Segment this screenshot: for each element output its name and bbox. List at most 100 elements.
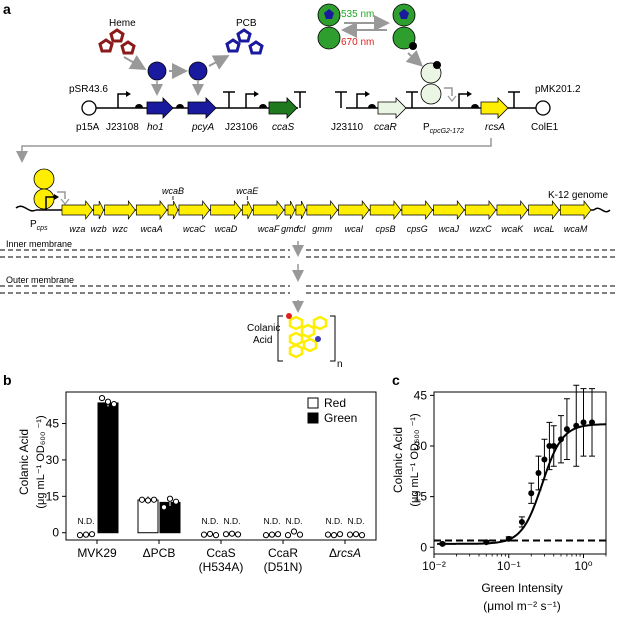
b-category-label: ΔrcsA xyxy=(329,546,361,560)
legend-red: Red xyxy=(324,396,346,410)
b-point xyxy=(324,531,332,538)
gene-label-wcaA: wcaA xyxy=(141,224,163,234)
wavelength-green: 535 nm xyxy=(341,9,374,20)
b-bar-red xyxy=(137,499,159,534)
ccar-phosphorylated-icon xyxy=(420,61,442,105)
b-point xyxy=(262,532,270,539)
promoter-pcps-icon xyxy=(45,196,56,210)
b-point xyxy=(88,531,96,538)
gene-label-cpsG: cpsG xyxy=(407,224,428,234)
b-ytick-label: 30 xyxy=(46,453,60,467)
c-point xyxy=(518,518,525,525)
gene-label-wcaE: wcaE xyxy=(236,186,259,196)
panel-b-letter: b xyxy=(3,372,12,388)
b-nd-label: N.D. xyxy=(78,516,95,526)
c-point xyxy=(535,470,542,476)
gene-label-cpsB: cpsB xyxy=(376,224,396,234)
gene-label-wcaI: wcaI xyxy=(345,224,364,234)
colanic-acid-structure: Colanic Acid n xyxy=(247,313,343,370)
c-ytick-label: 45 xyxy=(414,388,428,402)
pcb-icon xyxy=(225,28,264,55)
b-point xyxy=(172,498,180,505)
b-category-label: MVK29 xyxy=(77,546,117,560)
part-label: J23106 xyxy=(225,122,258,133)
c-point xyxy=(541,456,548,463)
promoter-j23106-icon xyxy=(245,93,256,108)
gene-wcaD-icon xyxy=(210,199,242,221)
b-point xyxy=(336,531,344,538)
gene-wcaE-icon xyxy=(241,200,253,220)
gene-wcaI-icon xyxy=(338,199,370,221)
ccas-green-state-icon xyxy=(317,3,341,50)
ccar-gene-icon xyxy=(377,97,407,119)
part-label: J23108 xyxy=(106,122,139,133)
c-point xyxy=(573,422,580,429)
c-ylabel-units: (μg mL⁻¹ OD₆₀₀ ⁻¹) xyxy=(409,413,421,506)
ccas-red-state-icon xyxy=(392,3,417,50)
c-point xyxy=(580,419,587,426)
gene-label-wcaC: wcaC xyxy=(183,224,206,234)
b-point xyxy=(228,530,236,537)
c-plot-frame xyxy=(433,391,607,555)
b-point xyxy=(296,531,304,538)
c-point xyxy=(557,436,564,443)
p15a-origin-icon xyxy=(81,100,97,116)
colanic-label-2: Acid xyxy=(253,335,272,346)
c-point xyxy=(550,443,557,449)
b-point xyxy=(268,531,276,538)
gene-cpsG-icon xyxy=(401,199,434,221)
b-point xyxy=(150,496,158,503)
part-label: ho1 xyxy=(147,122,164,133)
part-label: J23110 xyxy=(331,122,364,133)
b-nd-label: N.D. xyxy=(224,516,241,526)
gene-label-wza: wza xyxy=(69,224,85,234)
b-ylabel: Colanic Acid xyxy=(17,429,31,495)
b-point xyxy=(352,531,360,538)
b-nd-label: N.D. xyxy=(286,516,303,526)
promoter-cpcg2-icon xyxy=(458,93,469,108)
gene-label-fcl: fcl xyxy=(296,224,306,234)
b-ytick-label: 45 xyxy=(46,417,60,431)
c-point xyxy=(546,443,553,449)
b-category-delta: Δ xyxy=(329,546,337,560)
b-point xyxy=(82,531,90,538)
plasmid-left-label: pSR43.6 xyxy=(69,84,108,95)
gene-label-wzxC: wzxC xyxy=(470,224,492,234)
ccas-gene-icon xyxy=(268,97,298,119)
c-point xyxy=(439,540,446,547)
panel-c-letter: c xyxy=(392,372,400,388)
gene-gmm-icon xyxy=(306,199,338,221)
b-category-label: CcaR xyxy=(268,546,298,560)
b-point xyxy=(284,532,292,539)
gene-label-wzb: wzb xyxy=(91,224,107,234)
b-category-gene: rcsA xyxy=(337,546,361,560)
terminator-icon xyxy=(223,91,235,108)
gene-label-wcaB: wcaB xyxy=(162,186,184,196)
b-nd-label: N.D. xyxy=(348,516,365,526)
gene-wcaC-icon xyxy=(178,199,211,221)
b-point xyxy=(110,401,118,408)
b-point xyxy=(200,531,208,538)
panel-b-chart: Colanic Acid (μg mL⁻¹ OD₆₀₀ ⁻¹) 0153045 … xyxy=(17,391,377,574)
b-bar-green xyxy=(97,402,119,534)
membranes: Inner membrane Outer membrane xyxy=(0,239,617,313)
gene-wza-icon xyxy=(61,199,94,221)
panel-a-letter: a xyxy=(3,1,11,17)
pcya-enzyme-icon xyxy=(188,61,208,81)
b-category-label: (D51N) xyxy=(264,560,303,574)
part-label: ccaS xyxy=(272,122,295,133)
part-label: p15A xyxy=(76,122,100,133)
b-ytick-label: 0 xyxy=(52,526,59,540)
legend-green: Green xyxy=(324,411,357,425)
gene-wcaK-icon xyxy=(496,199,529,221)
promoter-j23108-icon xyxy=(117,93,128,108)
gene-wcaA-icon xyxy=(135,199,168,221)
gene-label-wcaJ: wcaJ xyxy=(439,224,460,234)
heme-label: Heme xyxy=(109,18,136,29)
b-point xyxy=(160,504,168,511)
gene-label-wcaM: wcaM xyxy=(564,224,588,234)
part-label: pcyA xyxy=(191,122,215,133)
